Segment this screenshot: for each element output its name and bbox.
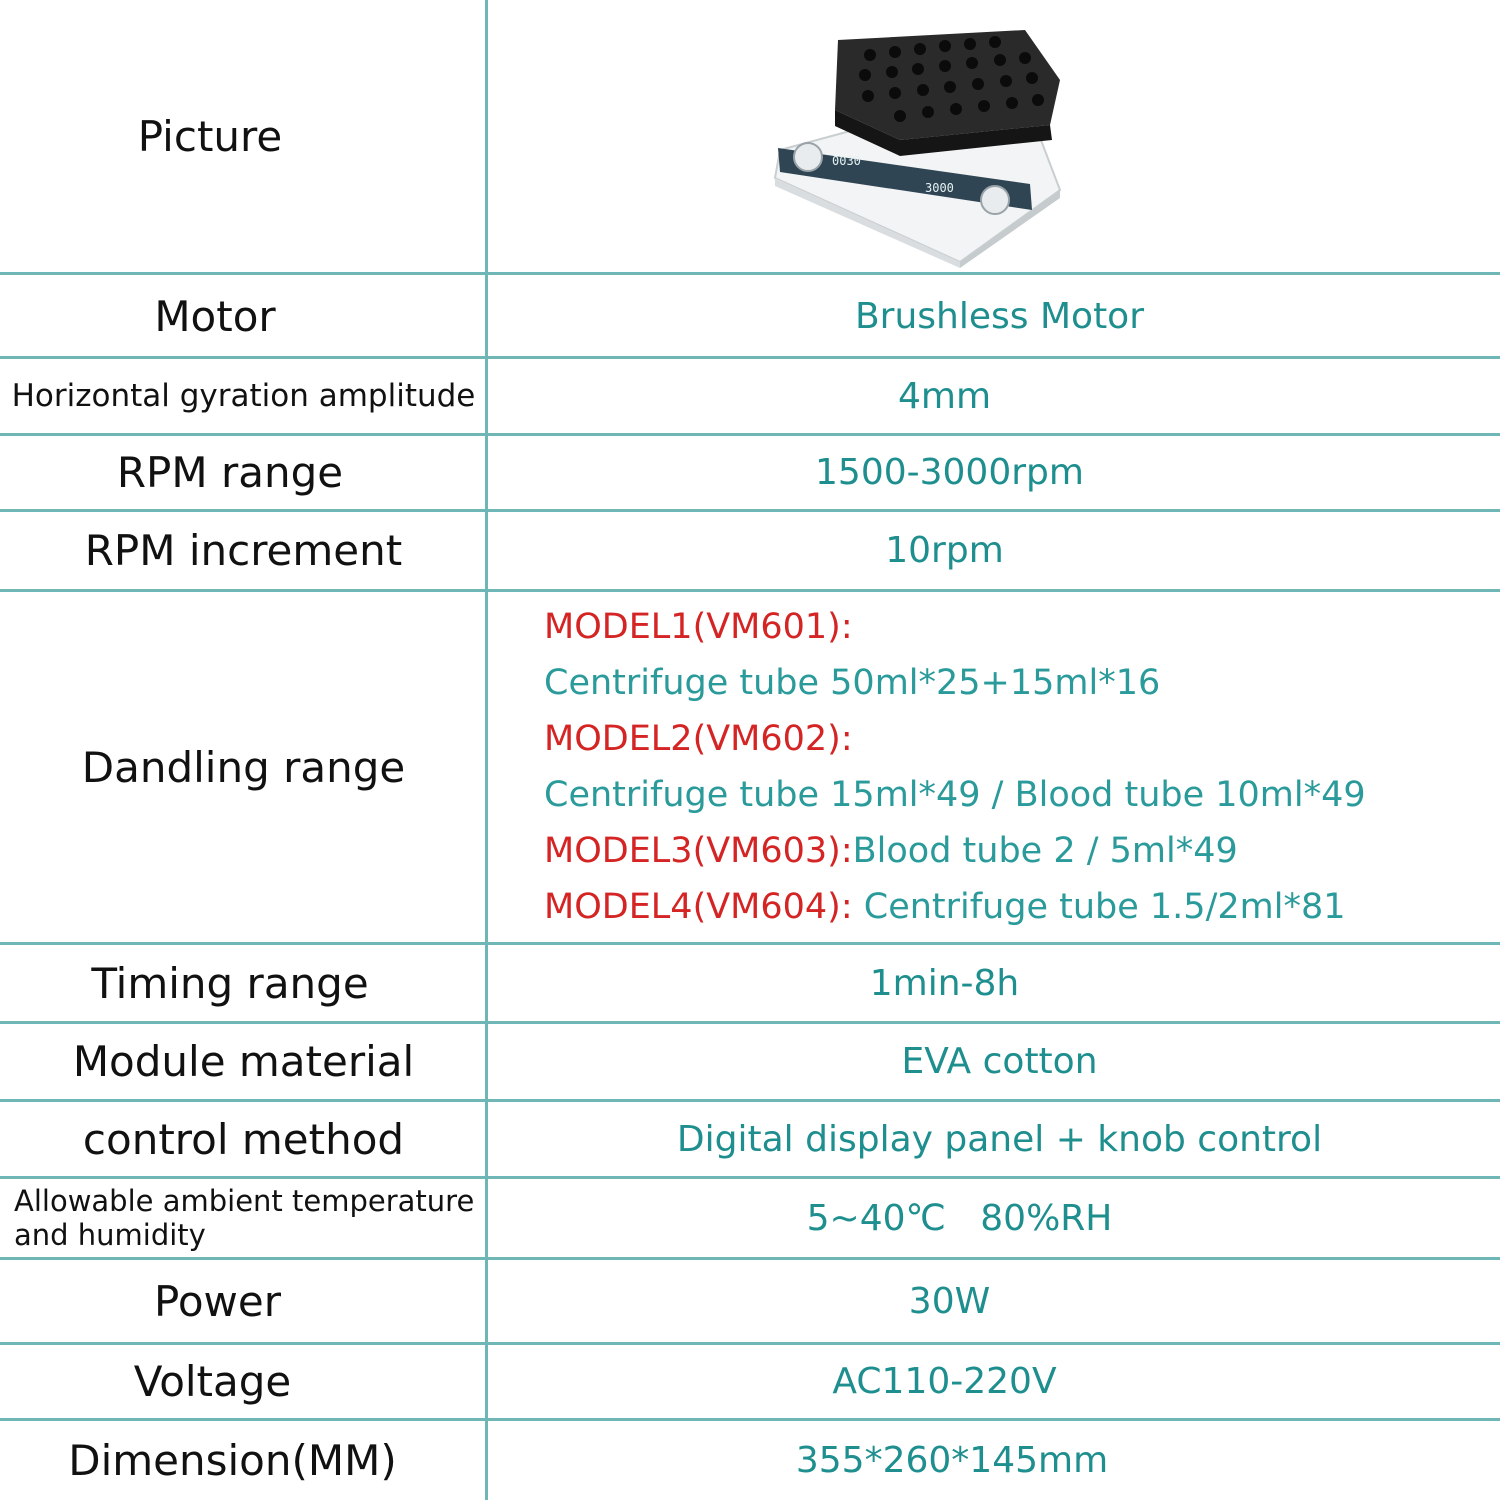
value-voltage: AC110-220V (832, 1361, 1057, 1402)
label-control: control method (82, 1114, 405, 1164)
column-divider (485, 0, 488, 1500)
row-power: Power 30W (0, 1260, 1500, 1342)
row-rpm-range: RPM range 1500-3000rpm (0, 436, 1500, 509)
row-voltage: Voltage AC110-220V (0, 1345, 1500, 1418)
row-divider (0, 942, 1500, 945)
model-line: Centrifuge tube 50ml*25+15ml*16 (544, 663, 1161, 703)
right-knob-icon (980, 185, 1010, 215)
row-rpm-increment: RPM increment 10rpm (0, 512, 1500, 589)
model-line: MODEL2(VM602): (544, 719, 853, 759)
label-voltage: Voltage (133, 1357, 292, 1406)
label-picture: Picture (137, 111, 283, 161)
row-divider (0, 589, 1500, 592)
label-timing: Timing range (91, 958, 369, 1008)
value-dimension: 355*260*145mm (795, 1440, 1109, 1481)
value-control: Digital display panel + knob control (676, 1118, 1323, 1160)
label-ambient-line2: and humidity (14, 1218, 206, 1252)
model-line: MODEL4(VM604): Centrifuge tube 1.5/2ml*8… (544, 887, 1346, 927)
value-timing: 1min-8h (869, 962, 1020, 1004)
label-motor: Motor (154, 291, 276, 341)
row-divider (0, 356, 1500, 359)
label-dandling: Dandling range (81, 742, 406, 792)
row-divider (0, 1099, 1500, 1102)
row-amplitude: Horizontal gyration amplitude 4mm (0, 359, 1500, 433)
label-dimension: Dimension(MM) (68, 1436, 397, 1485)
row-divider (0, 1176, 1500, 1179)
row-picture: Picture 0030 3000 (0, 0, 1500, 272)
label-ambient-line1: Allowable ambient temperature (14, 1184, 475, 1218)
row-divider (0, 1342, 1500, 1345)
row-divider (0, 1257, 1500, 1260)
value-rpm-increment: 10rpm (885, 530, 1004, 571)
value-rpm-range: 1500-3000rpm (815, 452, 1084, 493)
row-divider (0, 1021, 1500, 1024)
svg-text:0030: 0030 (832, 154, 861, 168)
value-amplitude: 4mm (897, 375, 992, 417)
row-control: control method Digital display panel + k… (0, 1102, 1500, 1176)
label-rpm-increment: RPM increment (84, 526, 403, 575)
row-divider (0, 272, 1500, 275)
svg-text:3000: 3000 (925, 181, 954, 195)
shaker-device-illustration: 0030 3000 (773, 30, 1062, 268)
row-motor: Motor Brushless Motor (0, 275, 1500, 357)
model-line: MODEL3(VM603):Blood tube 2 / 5ml*49 (544, 831, 1238, 871)
row-ambient: Allowable ambient temperature and humidi… (0, 1179, 1500, 1257)
row-dandling: Dandling range MODEL1(VM601): Centrifuge… (0, 592, 1500, 942)
value-module: EVA cotton (901, 1041, 1098, 1082)
value-motor: Brushless Motor (854, 295, 1145, 337)
row-divider (0, 433, 1500, 436)
label-rpm-range: RPM range (116, 448, 344, 497)
model-line: MODEL1(VM601): (544, 607, 853, 647)
row-timing: Timing range 1min-8h (0, 945, 1500, 1021)
label-power: Power (154, 1276, 281, 1326)
dandling-model-list: MODEL1(VM601): Centrifuge tube 50ml*25+1… (489, 592, 1500, 942)
label-amplitude: Horizontal gyration amplitude (11, 378, 476, 414)
value-ambient: 5~40℃ 80%RH (806, 1197, 1113, 1239)
model-line: Centrifuge tube 15ml*49 / Blood tube 10m… (544, 775, 1366, 815)
value-power: 30W (908, 1280, 991, 1322)
label-module: Module material (72, 1037, 415, 1086)
label-ambient: Allowable ambient temperature and humidi… (0, 1179, 487, 1257)
row-dimension: Dimension(MM) 355*260*145mm (0, 1421, 1500, 1500)
left-knob-icon (793, 142, 823, 172)
product-image: 0030 3000 (760, 0, 1080, 272)
row-divider (0, 1418, 1500, 1421)
row-module: Module material EVA cotton (0, 1024, 1500, 1099)
row-divider (0, 509, 1500, 512)
